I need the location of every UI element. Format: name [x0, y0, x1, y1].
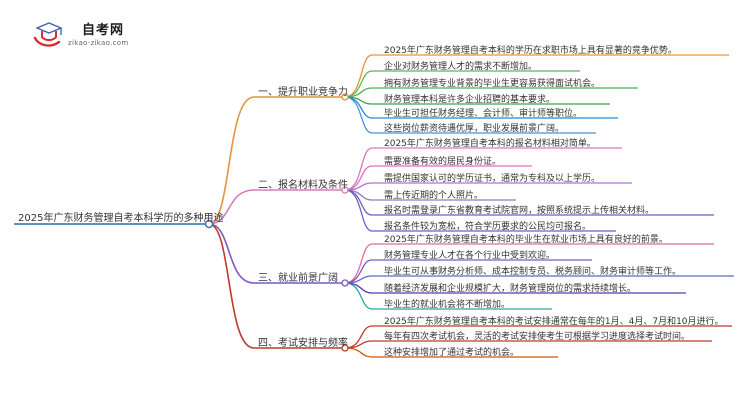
leaf-item: 需上传近期的个人照片。 [384, 191, 484, 201]
leaf-item: 这些岗位薪资待遇优厚，职业发展前景广阔。 [384, 124, 565, 134]
leaf-connector [344, 243, 373, 284]
leaf-item: 每年有四次考试机会，灵活的考试安排使考生可根据学习进度选择考试时间。 [384, 332, 691, 342]
leaf-item: 财务管理专业人才在各个行业中受到欢迎。 [384, 251, 556, 261]
branch-node-dot[interactable] [341, 186, 349, 194]
leaf-connector [344, 347, 373, 358]
leaf-connector [344, 282, 373, 310]
leaf-item: 毕业生可从事财务分析师、成本控制专员、税务顾问、财务审计师等工作。 [384, 267, 682, 277]
branch-label[interactable]: 一、提升职业竞争力 [258, 87, 348, 98]
leaf-connector [344, 165, 373, 191]
root-topic: 2025年广东财务管理自考本科学历的多种用途 [18, 213, 224, 224]
branch-label[interactable]: 二、报名材料及条件 [258, 180, 348, 191]
branch-node-dot[interactable] [341, 93, 349, 101]
leaf-item: 2025年广东财务管理自考本科的学历在求职市场上具有显著的竞争优势。 [384, 46, 677, 56]
leaf-item: 2025年广东财务管理自考本科的报名材料相对简单。 [384, 139, 596, 149]
leaf-item: 2025年广东财务管理自考本科的毕业生在就业市场上具有良好的前景。 [384, 235, 668, 245]
leaf-connector [344, 325, 373, 349]
branch-connector [208, 223, 255, 284]
root-node-dot[interactable] [204, 219, 214, 229]
leaf-item: 需要准备有效的居民身份证。 [384, 157, 502, 167]
leaf-item: 拥有财务管理专业背景的毕业生更容易获得面试机会。 [384, 79, 601, 89]
branch-connector [208, 223, 255, 349]
leaf-item: 报名时需登录广东省教育考试院官网，按照系统提示上传相关材料。 [384, 206, 655, 216]
leaf-item: 这种安排增加了通过考试的机会。 [384, 348, 520, 358]
leaf-item: 毕业生的就业机会将不断增加。 [384, 300, 511, 310]
branch-connector [208, 96, 255, 225]
branch-node-dot[interactable] [341, 344, 349, 352]
leaf-item: 报名条件较为宽松，符合学历要求的公民均可报名。 [384, 222, 592, 232]
leaf-item: 企业对财务管理人才的需求不断增加。 [384, 62, 538, 72]
leaf-connector [344, 54, 373, 98]
leaf-connector [344, 189, 373, 232]
branch-label[interactable]: 三、就业前景广阔 [258, 273, 338, 284]
branch-node-dot[interactable] [341, 279, 349, 287]
site-logo[interactable]: 自考网 zikao-zikao.com [32, 16, 142, 52]
branch-label[interactable]: 四、考试安排与频率 [258, 338, 348, 349]
branch-connector [208, 189, 255, 225]
graduation-cap-logo-icon [33, 22, 63, 47]
logo-domain: zikao-zikao.com [68, 39, 129, 47]
leaf-item: 毕业生可担任财务经理、会计师、审计师等职位。 [384, 109, 583, 119]
leaf-item: 随着经济发展和企业规模扩大，财务管理岗位的需求持续增长。 [384, 284, 637, 294]
leaf-connector [344, 96, 373, 134]
logo-name: 自考网 [82, 23, 125, 38]
leaf-item: 财务管理本科是许多企业招聘的基本要求。 [384, 95, 556, 105]
leaf-item: 2025年广东财务管理自考本科的考试安排通常在每年的1月、4月、7月和10月进行… [384, 317, 724, 327]
leaf-item: 需提供国家认可的学历证书，通常为专科及以上学历。 [384, 174, 601, 184]
